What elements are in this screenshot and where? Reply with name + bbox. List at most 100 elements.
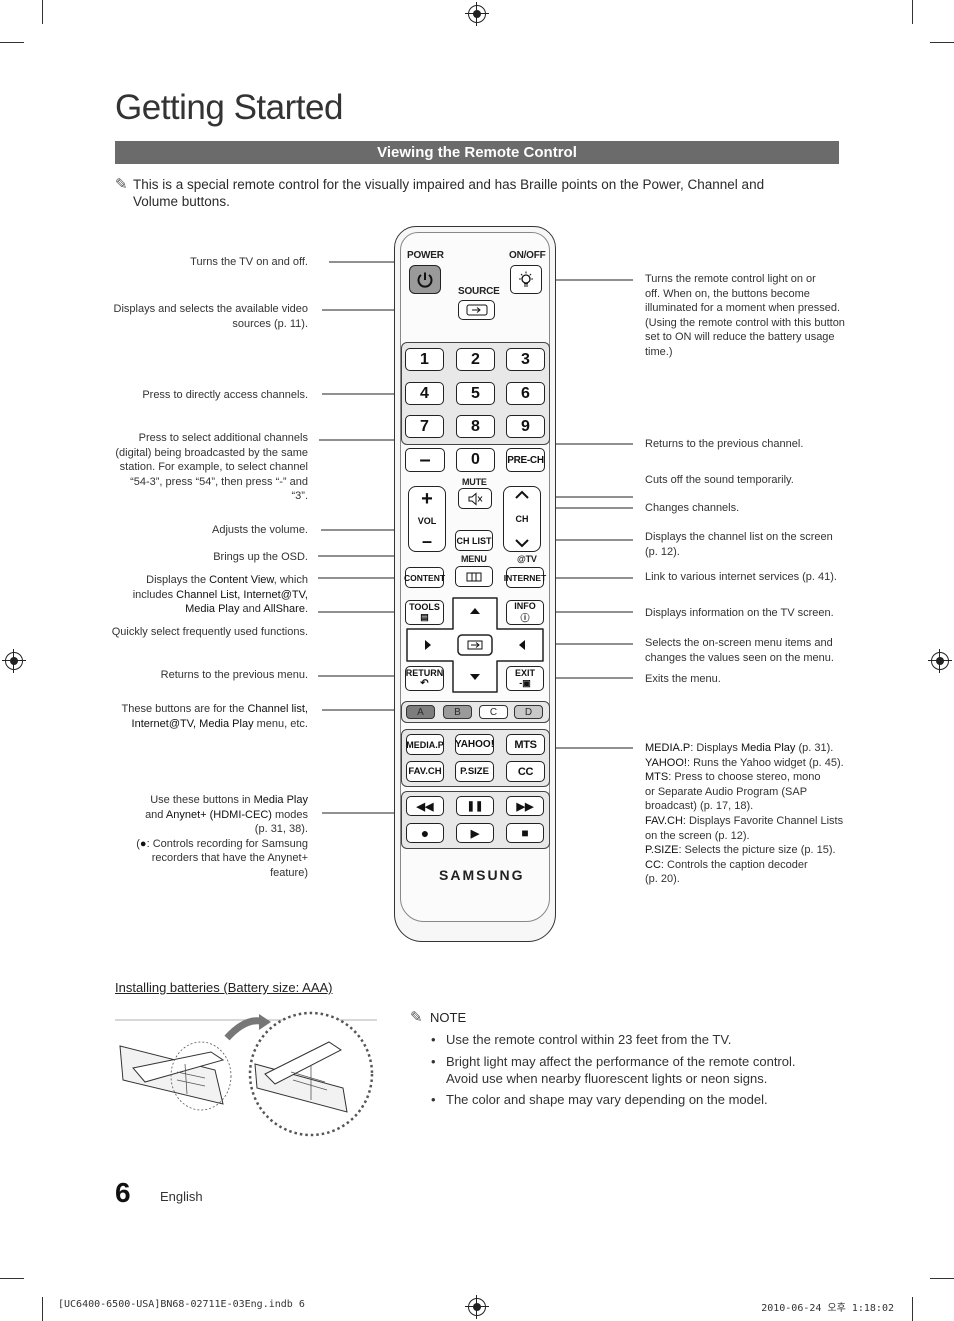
digit-button-6[interactable]: 6 [506, 382, 545, 405]
stop-button[interactable]: ■ [506, 823, 544, 843]
color-button-b[interactable]: B [443, 705, 472, 719]
power-button[interactable] [409, 265, 441, 294]
p-size-button[interactable]: P.SIZE [455, 761, 494, 782]
left-callout-text: Turns the TV on and off. [190, 256, 308, 268]
fast-forward-icon: ▶▶ [516, 800, 534, 813]
color-button-a[interactable]: A [406, 705, 435, 719]
ch-list-button[interactable]: CH LIST [455, 530, 493, 551]
left-callout-text: Press to directly access channels. [142, 389, 308, 401]
intro-note: ✎This is a special remote control for th… [115, 176, 815, 210]
mute-button[interactable] [458, 488, 492, 509]
digit-button-8[interactable]: 8 [456, 415, 495, 438]
left-callout-text: Brings up the OSD. [213, 551, 308, 563]
light-onoff-button[interactable] [510, 265, 542, 294]
play-icon: ▶ [470, 827, 480, 840]
direction-pad[interactable] [404, 597, 546, 693]
rewind-button[interactable]: ◀◀ [406, 796, 444, 816]
dash-button[interactable]: – [405, 448, 445, 472]
cc-label: CC [517, 765, 534, 778]
registration-mark-icon [928, 649, 952, 673]
left-callout-text: These buttons are for the Channel list,I… [121, 703, 308, 730]
arrow-left-icon [425, 640, 431, 650]
stop-icon: ■ [521, 826, 529, 840]
color-button-d[interactable]: D [514, 705, 543, 719]
mute-label: MUTE [462, 477, 487, 487]
onoff-label: ON/OFF [509, 250, 546, 261]
right-callout-text: Cuts off the sound temporarily. [645, 474, 794, 486]
note-text: The color and shape may vary depending o… [446, 1092, 768, 1107]
color-button-label: B [454, 706, 461, 718]
digit-button-2[interactable]: 2 [456, 348, 495, 371]
page-title: Getting Started [115, 88, 343, 127]
pre-ch-button[interactable]: PRE-CH [506, 448, 545, 472]
rewind-icon: ◀◀ [416, 800, 434, 813]
digit-button-5[interactable]: 5 [456, 382, 495, 405]
volume-down-icon: – [421, 531, 432, 551]
digit-button-9[interactable]: 9 [506, 415, 545, 438]
zero-button[interactable]: 0 [456, 448, 495, 472]
right-callout-text: MEDIA.P: Displays Media Play (p. 31).YAH… [645, 742, 844, 886]
volume-label: VOL [417, 516, 437, 526]
digit-button-4[interactable]: 4 [405, 382, 444, 405]
pre-ch-label: PRE-CH [507, 454, 544, 466]
digit-label: 3 [521, 350, 530, 368]
battery-installation-illustration [115, 1011, 377, 1137]
info-label: INFO [514, 601, 536, 611]
yahoo-button[interactable]: YAHOO! [455, 734, 494, 755]
color-button-label: A [417, 706, 424, 718]
menu-icon [466, 572, 482, 581]
digit-button-7[interactable]: 7 [405, 415, 444, 438]
p-size-label: P.SIZE [460, 766, 489, 777]
left-callout-text: Press to select additional channels(digi… [115, 432, 308, 503]
digit-label: 4 [420, 384, 429, 402]
fast-forward-button[interactable]: ▶▶ [506, 796, 544, 816]
note-text: Bright light may affect the performance … [446, 1054, 796, 1086]
pencil-icon: ✎ [115, 176, 128, 193]
pause-button[interactable]: ❚❚ [456, 796, 494, 816]
registration-mark-icon [2, 649, 26, 673]
crop-mark [930, 42, 954, 43]
tools-icon: ▤ [420, 612, 429, 622]
tools-button[interactable]: TOOLS▤ [405, 600, 444, 625]
power-icon [417, 272, 433, 288]
samsung-logo: SAMSUNG [439, 867, 525, 883]
enter-icon [467, 640, 483, 650]
note-item: Use the remote control within 23 feet fr… [431, 1031, 821, 1048]
color-buttons-panel [401, 701, 550, 723]
exit-button[interactable]: EXIT-▣ [506, 666, 544, 691]
menu-button[interactable] [455, 566, 493, 587]
pause-icon: ❚❚ [466, 800, 484, 812]
right-callout-text: Exits the menu. [645, 673, 721, 685]
menu-label: MENU [461, 554, 487, 564]
digit-button-3[interactable]: 3 [506, 348, 545, 371]
content-button[interactable]: CONTENT [404, 567, 445, 588]
play-button[interactable]: ▶ [456, 823, 494, 843]
mts-button[interactable]: MTS [506, 734, 545, 755]
source-button[interactable] [458, 300, 495, 320]
return-label: RETURN [405, 668, 444, 678]
channel-rocker[interactable]: CH [503, 486, 541, 552]
zero-label: 0 [471, 451, 480, 468]
arrow-up-icon [470, 608, 480, 614]
digit-button-1[interactable]: 1 [405, 348, 444, 371]
media-p-button[interactable]: MEDIA.P [406, 734, 444, 755]
fav-ch-button[interactable]: FAV.CH [406, 761, 444, 782]
mts-label: MTS [514, 738, 537, 751]
power-label: POWER [407, 250, 444, 261]
arrow-right-icon [519, 640, 525, 650]
channel-label: CH [515, 514, 529, 524]
record-button[interactable]: ● [406, 823, 444, 843]
volume-rocker[interactable]: + VOL – [408, 486, 446, 552]
internet-label: INTERNET [503, 572, 547, 583]
registration-mark-icon [465, 1295, 489, 1319]
color-button-c[interactable]: C [479, 705, 508, 719]
left-callout-text: Adjusts the volume. [212, 524, 308, 536]
tools-label: TOOLS [409, 602, 440, 612]
source-icon [466, 304, 487, 316]
return-button[interactable]: RETURN↶ [405, 666, 444, 691]
cc-button[interactable]: CC [506, 761, 545, 782]
internet-button[interactable]: INTERNET [503, 567, 547, 588]
